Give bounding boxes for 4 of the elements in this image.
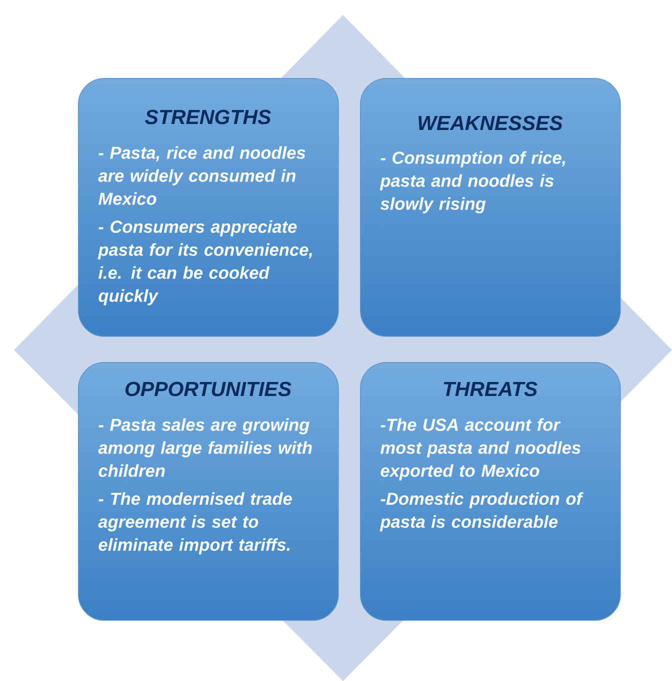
swot-box: STRENGTHS - Pasta, rice and noodles are widely consumed in Mexico - Consumers appreciate pasta for its convenience, i.e. it can be cooked quickly bbox=[78, 78, 339, 337]
swot-box: OPPORTUNITIES - Pasta sales are growing among large families with children - The modernised trade agreement is set to eliminate import tariffs. bbox=[78, 362, 339, 621]
swot-box: WEAKNESSES - Consumption of rice, pasta and noodles is slowly rising bbox=[360, 78, 621, 337]
swot-box: THREATS -The USA account for most pasta and noodles exported to Mexico -Domestic production of pasta is considerable bbox=[360, 362, 621, 621]
